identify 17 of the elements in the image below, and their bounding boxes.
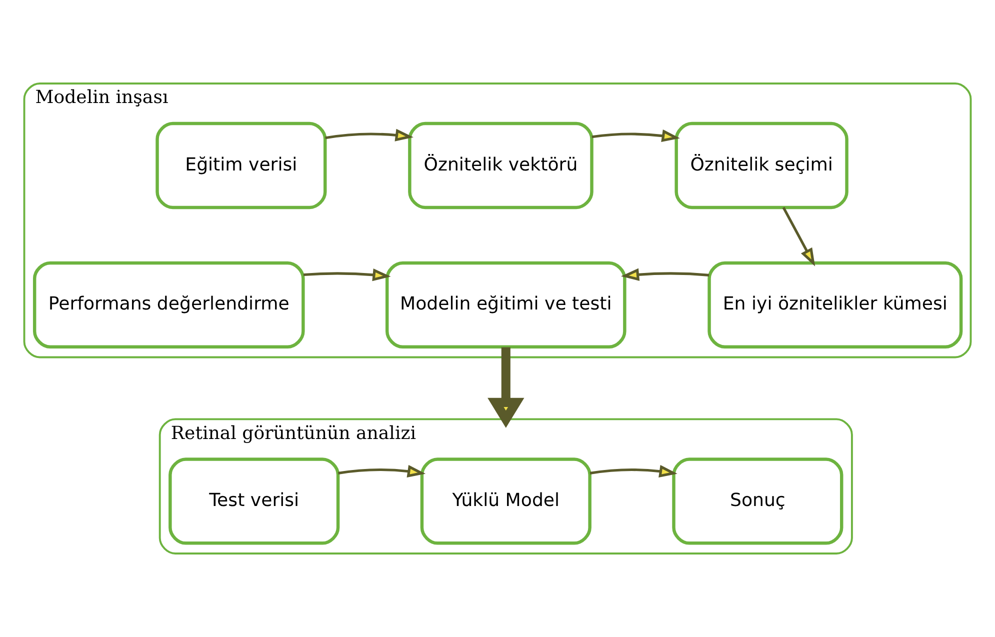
arrow <box>325 128 414 142</box>
node-box: Performans değerlendirme <box>32 261 305 349</box>
node-box: En iyi öznitelikler kümesi <box>708 261 963 349</box>
arrow <box>488 347 524 428</box>
node-box: Eğitim verisi <box>156 122 327 210</box>
node-box: Sonuç <box>672 458 844 545</box>
node-box: Öznitelik vektörü <box>408 122 594 210</box>
node-box: Modelin eğitimi ve testi <box>385 261 626 349</box>
arrow <box>590 464 678 478</box>
arrow <box>782 206 816 266</box>
arrow <box>303 268 391 282</box>
arrow <box>592 129 680 142</box>
node-box: Yüklü Model <box>420 458 592 545</box>
arrow <box>338 464 426 478</box>
node-box: Öznitelik seçimi <box>674 122 848 210</box>
arrow <box>620 268 710 281</box>
node-box: Test verisi <box>168 458 340 545</box>
